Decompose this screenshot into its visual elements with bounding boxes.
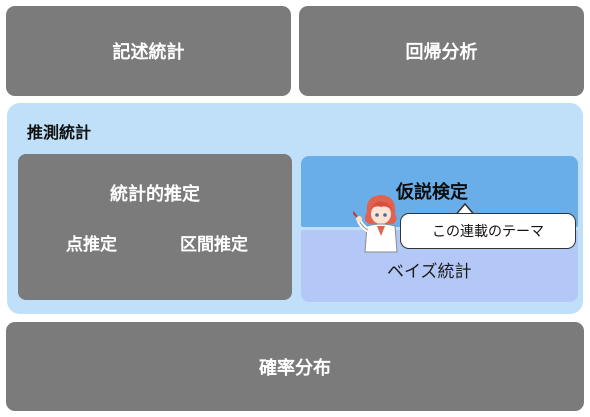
statistical-estimation-label: 統計的推定 [110, 184, 200, 205]
hypothesis-testing-label: 仮説検定 [396, 182, 468, 203]
descriptive-statistics-label: 記述統計 [112, 42, 185, 63]
series-theme-callout-text: この連載のテーマ [432, 224, 544, 240]
probability-distribution-label: 確率分布 [259, 357, 331, 379]
statistical-estimation-box: 統計的推定 点推定 区間推定 [18, 154, 292, 300]
regression-analysis-label: 回帰分析 [405, 42, 478, 63]
inferential-statistics-title: 推測統計 [27, 123, 92, 142]
regression-analysis-box: 回帰分析 [299, 6, 584, 96]
probability-distribution-box: 確率分布 [6, 322, 584, 411]
descriptive-statistics-box: 記述統計 [6, 6, 291, 96]
mascot-character-icon [353, 195, 398, 253]
interval-estimation-label: 区間推定 [180, 235, 248, 255]
bayesian-statistics-label: ベイズ統計 [387, 262, 472, 282]
point-estimation-label: 点推定 [66, 235, 117, 255]
series-theme-callout: この連載のテーマ [400, 213, 576, 249]
